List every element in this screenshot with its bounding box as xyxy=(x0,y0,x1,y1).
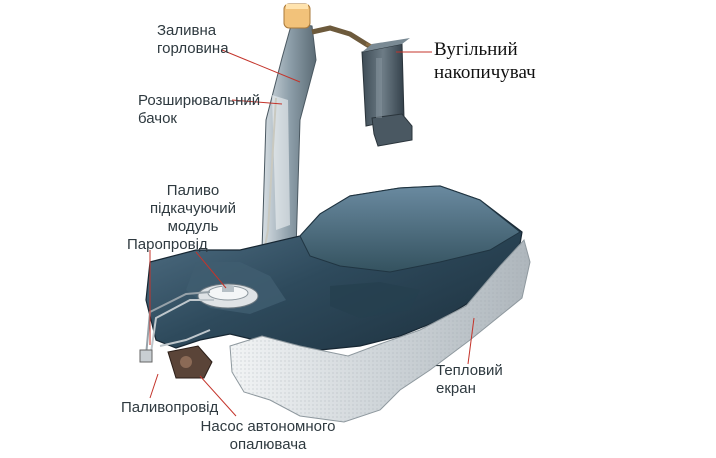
filler-neck-tube xyxy=(261,21,317,263)
label-filler-neck-line1: Заливна xyxy=(157,22,217,39)
leader-lines xyxy=(149,49,475,417)
label-fuel-line-text: Паливопровід xyxy=(121,399,219,416)
heat-shield xyxy=(229,238,531,423)
label-vapor-line: Паропровід xyxy=(127,236,208,254)
leader-filler-neck xyxy=(221,49,301,83)
fuel-pump-module xyxy=(197,283,259,309)
label-charcoal-canister-line1: Вугільний xyxy=(434,39,518,60)
label-fuel-pump-module-line3: модуль xyxy=(167,218,219,235)
label-heater-pump-line2: опалювача xyxy=(229,436,307,453)
filler-cap xyxy=(283,3,311,29)
label-expansion-tank-line2: бачок xyxy=(138,110,177,127)
label-filler-neck-line2: горловина xyxy=(157,40,229,57)
label-expansion-tank-line1: Розширювальний xyxy=(138,92,261,109)
label-heat-shield-line1: Тепловий xyxy=(436,362,503,379)
label-fuel-pump-module: Паливо підкачуючий модуль xyxy=(146,182,240,236)
leader-expansion-tank xyxy=(231,99,283,105)
label-fuel-pump-module-line2: підкачуючий xyxy=(150,200,236,217)
label-expansion-tank: Розширювальний бачок xyxy=(138,92,260,128)
heater-pump xyxy=(139,345,213,379)
label-vapor-line-text: Паропровід xyxy=(127,236,208,253)
label-charcoal-canister: Вугільний накопичувач xyxy=(434,38,536,84)
label-filler-neck: Заливна горловина xyxy=(157,22,229,58)
leader-pump-module xyxy=(195,251,227,289)
leader-fuel-line xyxy=(149,373,159,399)
label-heater-pump: Насос автономного опалювача xyxy=(200,418,336,454)
label-charcoal-canister-line2: накопичувач xyxy=(434,62,536,83)
label-heat-shield-line2: екран xyxy=(436,380,476,397)
charcoal-canister xyxy=(361,38,413,147)
label-heat-shield: Тепловий екран xyxy=(436,362,503,398)
leader-heater-pump xyxy=(199,375,237,417)
label-heater-pump-line1: Насос автономного xyxy=(200,418,336,435)
label-fuel-line: Паливопровід xyxy=(121,399,218,417)
label-fuel-pump-module-line1: Паливо xyxy=(166,182,220,199)
fuel-lines xyxy=(145,291,214,361)
leader-heat-shield xyxy=(467,317,475,365)
